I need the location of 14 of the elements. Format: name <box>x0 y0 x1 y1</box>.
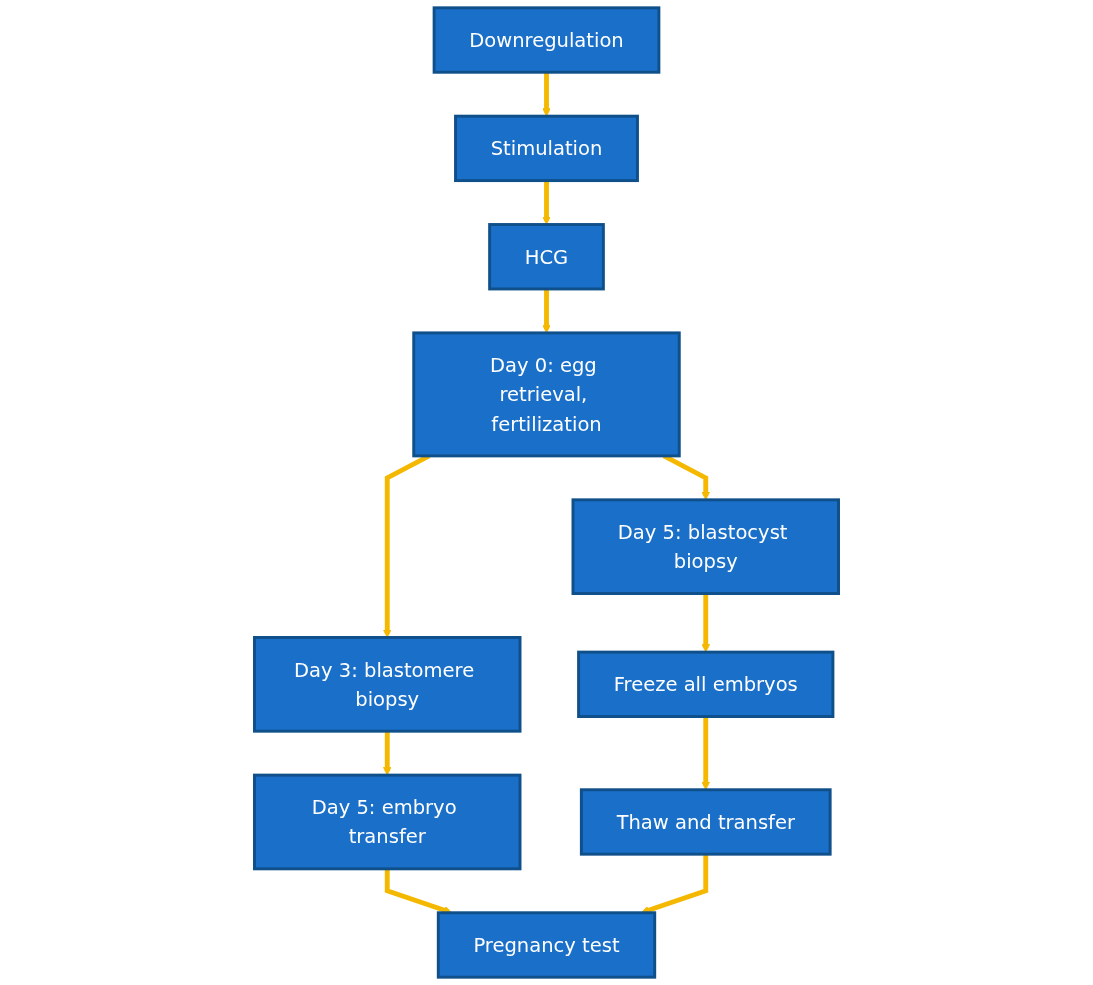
node-box: Freeze all embryos <box>577 650 835 718</box>
node-box: Stimulation <box>454 114 639 183</box>
node-box: Day 3: blastomere biopsy <box>253 636 522 733</box>
arrow <box>382 731 392 776</box>
arrow <box>542 72 551 117</box>
node-box: HCG <box>488 223 605 291</box>
arrow <box>542 180 551 225</box>
node-box: Day 0: egg retrieval, fertilization <box>412 331 681 458</box>
node-box: Pregnancy test <box>436 911 657 979</box>
node-box: Thaw and transfer <box>579 788 832 856</box>
arrow <box>701 593 711 653</box>
node-box: Day 5: embryo transfer <box>253 773 522 871</box>
node-box: Downregulation <box>432 6 661 74</box>
node-box: Day 5: blastocyst biopsy <box>571 498 840 595</box>
